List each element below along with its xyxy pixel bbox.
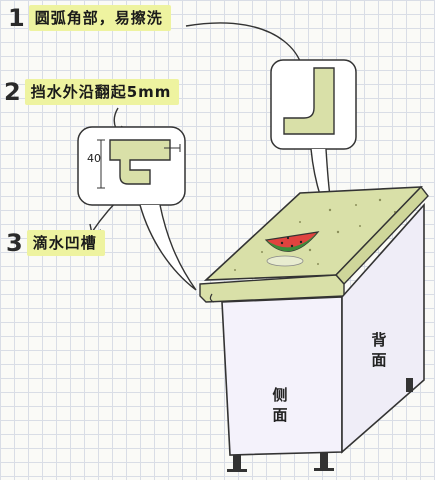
dimension-line [97,139,105,189]
note-rounded-corner: 1 圆弧角部，易擦洗 [8,4,171,32]
note-number: 1 [8,4,25,32]
note-text: 滴水凹槽 [26,230,105,256]
foot-2 [320,452,328,470]
drip-groove [209,293,215,303]
foot-4 [227,469,247,472]
groove-mark [164,144,181,152]
lip-detail-bubble [77,126,186,206]
foot-1 [233,455,241,471]
corner-profile [283,67,335,135]
foot-5 [314,468,334,471]
foot-3 [406,378,413,392]
lip-profile [109,139,171,185]
label-left-side: 侧面 [272,386,288,425]
cabinet-side [341,202,425,454]
note-text: 挡水外沿翻起5mm [24,79,180,105]
dimension-label: 40 [87,152,101,165]
cabinet-front [221,296,343,456]
lip-bubble-tail [139,204,197,291]
note-number: 2 [4,78,21,106]
note-text: 圆弧角部，易擦洗 [28,5,171,31]
label-back-side: 背面 [371,331,387,370]
watermelon-slice [264,231,320,267]
note-water-lip: 2 挡水外沿翻起5mm [4,78,180,106]
note-number: 3 [6,229,23,257]
note-drip-groove: 3 滴水凹槽 [6,229,105,257]
